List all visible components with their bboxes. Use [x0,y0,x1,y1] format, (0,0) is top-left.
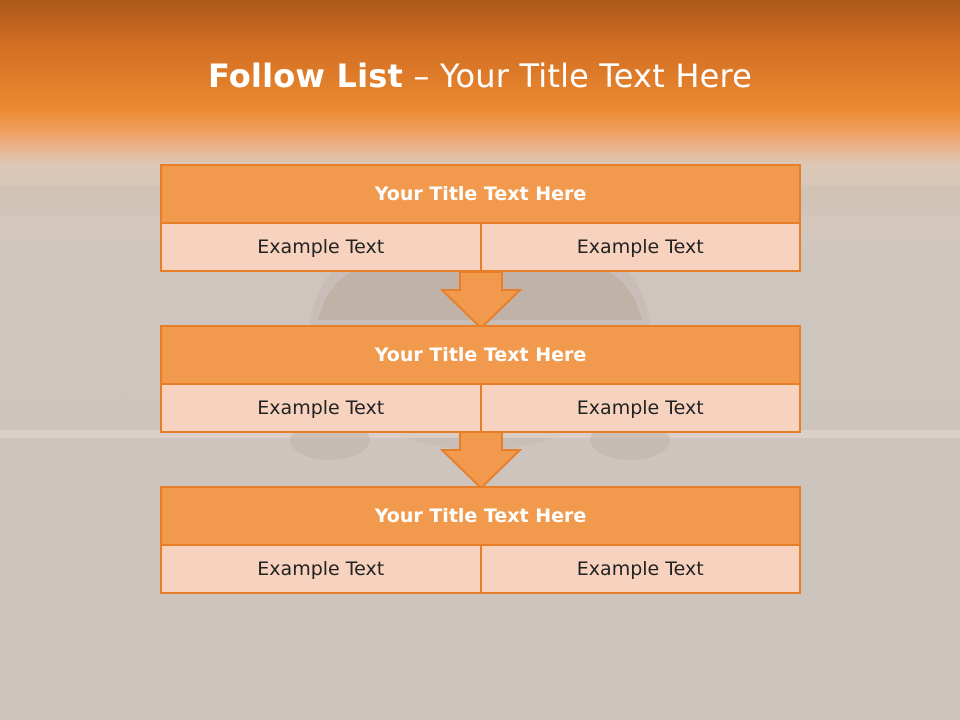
step-title: Your Title Text Here [162,166,799,224]
step-left-cell: Example Text [257,397,385,419]
step-left-cell: Example Text [257,558,385,580]
step-left-cell: Example Text [257,236,385,258]
title-bold: Follow List [207,57,404,95]
step-title: Your Title Text Here [162,488,799,546]
step-row: Example Text Example Text [162,224,799,270]
step-right-cell: Example Text [479,385,800,431]
step-box-2: Your Title Text Here Example Text Exampl… [160,325,801,433]
step-right-cell: Example Text [479,224,800,270]
slide-title: Follow List – Your Title Text Here [0,52,960,100]
down-arrow-icon [439,431,523,490]
title-rest: – Your Title Text Here [403,57,753,95]
step-right-cell: Example Text [479,546,800,592]
step-box-1: Your Title Text Here Example Text Exampl… [160,164,801,272]
step-row: Example Text Example Text [162,546,799,592]
step-title: Your Title Text Here [162,327,799,385]
step-box-3: Your Title Text Here Example Text Exampl… [160,486,801,594]
step-row: Example Text Example Text [162,385,799,431]
down-arrow-icon [439,271,523,330]
